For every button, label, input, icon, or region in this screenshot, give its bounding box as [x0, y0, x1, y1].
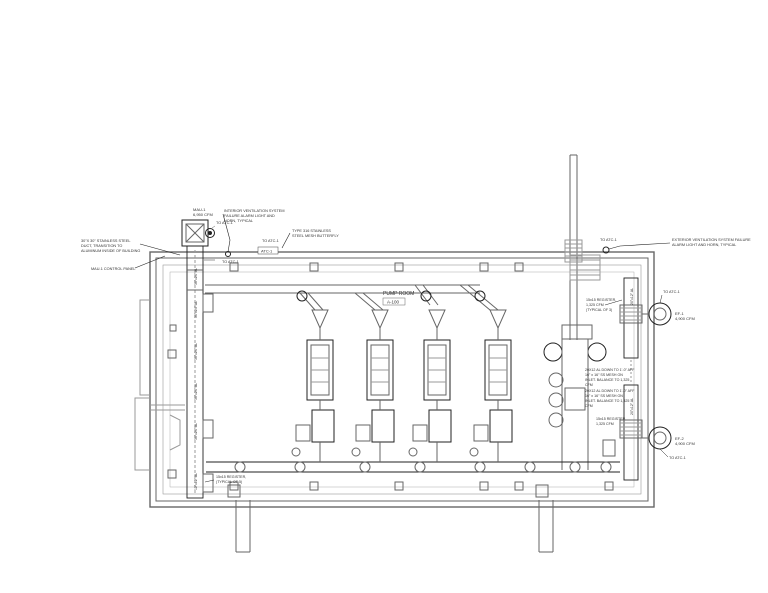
ef-2-callout: TO ATC-1 EF-2 4,900 CFM 20X12 AL DOWN TO… [585, 389, 695, 460]
ef2-tag: EF-2 [675, 436, 684, 441]
register-text: 15x15 REGISTER, [596, 417, 626, 421]
pump-5-assembly [543, 324, 616, 470]
room-tag: PUMP ROOM A-100 [382, 291, 414, 306]
register-text: (TYPICAL OF 5) [216, 480, 242, 484]
stainless-text: STEEL MESH BUTTERFLY [292, 234, 339, 238]
column-pads [167, 262, 614, 491]
mau-callout: MAU-1 6,950 CFM TO ATC-1 [193, 207, 233, 229]
makeup-air-unit-mau-1 [181, 219, 215, 247]
ext-vent-text: ALARM LIGHT AND HORN, TYPICAL [672, 243, 736, 247]
suction-piping-top [205, 284, 499, 311]
ef2-drop-text: INLET. BALANCE TO 1,325 [585, 399, 629, 403]
register-text: 1,325 CFM [586, 303, 604, 307]
transition-text: DUCT, TRANSITION TO [81, 244, 122, 248]
interior-vent-callout: INTERIOR VENTILATION SYSTEM FAILURE ALAR… [222, 209, 284, 264]
register-text: 15x15 REGISTER, [216, 475, 246, 479]
stainless-callout: TO ATC-1 ATC-1 TYPE 316 STAINLESS STEEL … [257, 229, 339, 255]
ef2-drop-text: CFM [585, 404, 593, 408]
pump-3 [412, 309, 452, 443]
room-number: A-100 [387, 300, 400, 305]
transition-text: 30"X 30" STAINLESS STEEL [81, 239, 130, 243]
duct-label: 30"x24" AL [194, 423, 198, 440]
panel-to-atc: TO ATC-1 [222, 260, 239, 264]
mau-tag: MAU-1 [193, 207, 206, 212]
duct-label: 30"x24" AL [194, 383, 198, 400]
discharge-pipes [227, 484, 554, 553]
register-text: 15x15 REGISTER, [586, 298, 616, 302]
ef1-to-atc: TO ATC-1 [663, 290, 680, 294]
interior-vent-text: INTERIOR VENTILATION SYSTEM [224, 209, 284, 213]
duct-label: 30"x24" AL [194, 301, 198, 318]
exhaust-duct-right [619, 277, 643, 481]
ext-vent-text: EXTERIOR VENTILATION SYSTEM FAILURE [672, 238, 751, 242]
alarm-to-atc: TO ATC-1 [600, 238, 617, 242]
interior-vent-text: HORN, TYPICAL [224, 219, 253, 223]
duct-label: 30"x24" AL [194, 268, 198, 285]
vertical-stack-pipe [564, 154, 583, 340]
ef1-tag: EF-1 [675, 311, 684, 316]
ef2-drop-text: 16" x 16" SS MESH ON [585, 394, 623, 398]
ef2-to-atc: TO ATC-1 [669, 456, 686, 460]
ef1-drop-text: CFM [585, 383, 593, 387]
stainless-text: TYPE 316 STAINLESS [292, 229, 331, 233]
mau-panel-text: MAU-1 CONTROL PANEL [91, 267, 136, 271]
ef2-cfm: 4,900 CFM [675, 441, 695, 446]
ef1-drop-text: INLET. BALANCE TO 1,325 [585, 378, 629, 382]
ef1-drop-text: 16" x 16" SS MESH ON [585, 373, 623, 377]
exterior-vent-callout: TO ATC-1 EXTERIOR VENTILATION SYSTEM FAI… [600, 238, 751, 250]
mau-to-atc: TO ATC-1 [216, 221, 233, 225]
ef1-cfm: 4,900 CFM [675, 316, 695, 321]
pump-1 [295, 309, 335, 443]
mau-cfm: 6,950 CFM [193, 212, 213, 217]
register-text: 1,325 CFM [596, 422, 614, 426]
duct-to-atc: TO ATC-1 [262, 239, 279, 243]
roof-hatch [569, 246, 610, 281]
interior-vent-text: FAILURE ALARM LIGHT AND [224, 214, 275, 218]
supply-duct-left [186, 245, 215, 499]
duct-label: 12"x12" AL [194, 473, 198, 490]
pump-4 [473, 309, 513, 443]
ef1-drop-text: 20X12 AL DOWN TO 1'-0" AFF [585, 368, 635, 372]
ef-duct-label: 20"x12" AL [630, 398, 634, 415]
building-walls [149, 251, 655, 508]
ef-duct-label: 20"x12" AL [630, 288, 634, 305]
duct-tag: ATC-1 [261, 249, 273, 254]
ef2-drop-text: 20X12 AL DOWN TO 1'-0" AFF [585, 389, 635, 393]
ef-1-callout: TO ATC-1 EF-1 4,900 CFM 15x15 REGISTER, … [585, 290, 695, 387]
transition-callout: 30"X 30" STAINLESS STEEL DUCT, TRANSITIO… [81, 239, 181, 271]
pump-2 [355, 309, 395, 443]
discharge-header [206, 442, 620, 473]
left-register-callout: 15x15 REGISTER, (TYPICAL OF 5) [204, 475, 246, 484]
left-exterior-step [134, 299, 185, 471]
transition-text: ALUMINUM INSIDE OF BUILDING [81, 249, 140, 253]
duct-label: 30"x24" AL [194, 343, 198, 360]
duct-size-labels: 30"x24" AL 30"x24" AL 30"x24" AL 30"x24"… [194, 268, 634, 490]
register-text: (TYPICAL OF 3) [586, 308, 612, 312]
room-title: PUMP ROOM [383, 291, 414, 297]
